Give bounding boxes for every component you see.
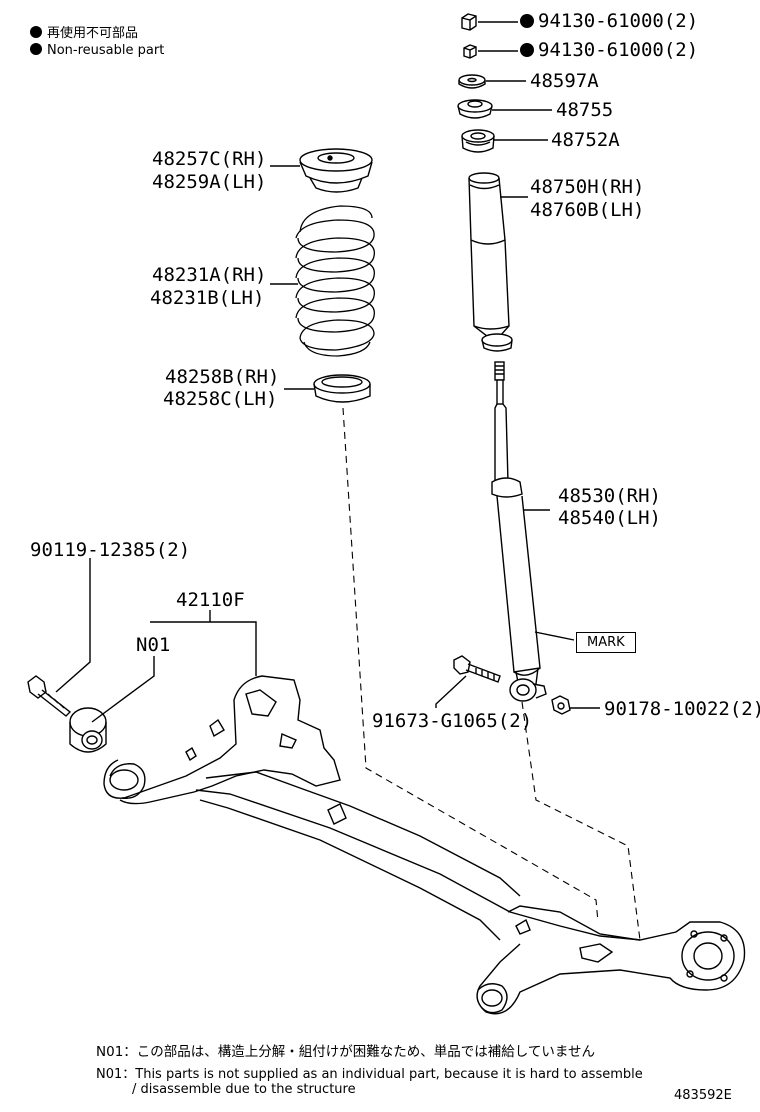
part-label-nut-90178[interactable]: 90178-10022(2)	[604, 698, 760, 720]
bullet-icon	[30, 43, 42, 55]
part-label-48752[interactable]: 48752A	[551, 129, 620, 151]
non-reusable-bullet-icon	[520, 43, 534, 57]
part-label-lower-seat-rh[interactable]: 48258B(RH)	[165, 366, 280, 388]
dust-cover-icon	[468, 172, 513, 352]
axle-beam-icon	[103, 675, 746, 1015]
bushing-icon	[457, 99, 493, 119]
note-jp: N01：この部品は、構造上分解・組付けが困難なため、単品では補給していません	[96, 1044, 595, 1060]
part-label-absorber-lh[interactable]: 48540(LH)	[558, 507, 661, 529]
note-en-line1: N01：This parts is not supplied as an ind…	[96, 1067, 643, 1082]
part-label-bolt-90119[interactable]: 90119-12385(2)	[30, 539, 191, 561]
part-label-upper-seat-rh[interactable]: 48257C(RH)	[152, 148, 267, 170]
part-label-48755[interactable]: 48755	[556, 99, 614, 121]
nut-icon-lower	[463, 44, 477, 59]
part-label-lower-seat-lh[interactable]: 48258C(LH)	[163, 388, 278, 410]
coil-spring-icon	[295, 205, 375, 357]
part-label-bellows-lh[interactable]: 48760B(LH)	[530, 199, 645, 221]
bullet-icon	[30, 26, 42, 38]
non-reusable-bullet-icon	[520, 14, 534, 28]
legend-en: Non-reusable part	[30, 43, 164, 58]
legend-en-text: Non-reusable part	[47, 43, 165, 58]
alignment-lines	[342, 407, 641, 941]
part-label-bellows-rh[interactable]: 48750H(RH)	[530, 176, 645, 198]
part-label-48597[interactable]: 48597A	[530, 70, 599, 92]
part-label-beam[interactable]: 42110F	[176, 589, 245, 611]
note-en-line2: / disassemble due to the structure	[132, 1082, 356, 1097]
diagram-id: 483592E	[674, 1088, 732, 1103]
nut-icon-upper	[461, 13, 477, 31]
legend-jp-text: 再使用不可部品	[47, 26, 139, 41]
part-label-spring-rh[interactable]: 48231A(RH)	[152, 264, 267, 286]
part-label-spring-lh[interactable]: 48231B(LH)	[150, 287, 265, 309]
washer-icon	[458, 74, 486, 89]
part-label-nut-upper[interactable]: 94130-61000(2)	[520, 10, 698, 32]
bolt-icon-90119	[27, 675, 72, 717]
mount-icon	[461, 129, 495, 153]
part-label-absorber-rh[interactable]: 48530(RH)	[558, 485, 661, 507]
nut-icon-90178	[551, 695, 571, 715]
bolt-icon-91673	[453, 655, 501, 683]
part-label-n01[interactable]: N01	[136, 634, 171, 656]
bushing-icon-n01	[69, 707, 107, 753]
shock-absorber-icon	[491, 361, 547, 702]
part-label-nut-lower[interactable]: 94130-61000(2)	[520, 39, 698, 61]
upper-spring-seat-icon	[299, 148, 373, 193]
part-label-upper-seat-lh[interactable]: 48259A(LH)	[152, 171, 267, 193]
mark-label: MARK	[576, 632, 636, 653]
legend-jp: 再使用不可部品	[30, 22, 138, 41]
part-label-bolt-91673[interactable]: 91673-G1065(2)	[372, 710, 533, 732]
lower-spring-seat-icon	[313, 374, 371, 403]
